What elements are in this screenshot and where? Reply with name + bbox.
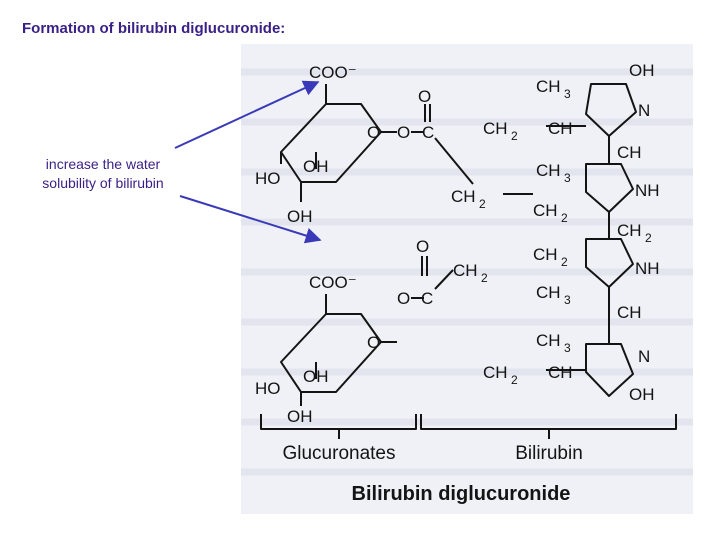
figure-caption: Bilirubin diglucuronide — [352, 483, 571, 505]
top-ch2-sub: 2 — [479, 197, 486, 211]
ch2-vinyl-bottom-sub: 2 — [511, 373, 518, 387]
bottom-ch2-sub: 2 — [481, 271, 488, 285]
ch3-sub-4: 3 — [564, 341, 571, 355]
nh-label-2: NH — [635, 259, 660, 278]
nh-label-1: NH — [635, 181, 660, 200]
top-ester-o-label: O — [397, 123, 410, 142]
n-bottom-label: N — [638, 347, 650, 366]
top-coo-label: COO⁻ — [309, 63, 357, 82]
top-oh-bottom-label: OH — [287, 207, 313, 226]
bottom-ring-o-label: O — [367, 333, 380, 352]
ch2-label-mid-2: CH — [533, 245, 558, 264]
ch3-sub-2: 3 — [564, 171, 571, 185]
ch3-label-3: CH — [536, 283, 561, 302]
pyrrole-ring-4 — [585, 343, 634, 397]
top-ester-c-label: C — [422, 123, 434, 142]
ch3-label-4: CH — [536, 331, 561, 350]
oh-bottom-label: OH — [629, 385, 655, 404]
ch-bridge-1-label: CH — [617, 143, 642, 162]
ch2-vinyl-top-sub: 2 — [511, 129, 518, 143]
ch2-label-mid-1: CH — [533, 201, 558, 220]
ch2-sub-mid-2: 2 — [561, 255, 568, 269]
bottom-c-ch2-bond — [434, 269, 454, 290]
bottom-oh-bottom-label: OH — [287, 407, 313, 426]
ch3-label-2: CH — [536, 161, 561, 180]
ch2-bridge-sub: 2 — [645, 231, 652, 245]
ch3-sub-1: 3 — [564, 87, 571, 101]
glucuronates-label: Glucuronates — [282, 443, 395, 464]
ch2-vinyl-bottom-label: CH — [483, 363, 508, 382]
ch3-sub-3: 3 — [564, 293, 571, 307]
top-ring-o-label: O — [367, 123, 380, 142]
bottom-ester-o-label: O — [397, 289, 410, 308]
n-top-label: N — [638, 101, 650, 120]
bottom-oh-label: OH — [303, 367, 329, 386]
bilirubin-label: Bilirubin — [515, 443, 583, 464]
ch-vinyl-bottom-label: CH — [548, 363, 573, 382]
ch2-vinyl-top-label: CH — [483, 119, 508, 138]
pyrrole-ring-3 — [585, 238, 634, 288]
ch-bridge-2-label: CH — [617, 303, 642, 322]
bottom-carbonyl-o-label: O — [416, 237, 429, 256]
bottom-ch2-label: CH — [453, 261, 478, 280]
top-c-ch2-bond — [434, 137, 474, 185]
top-oh-label: OH — [303, 157, 329, 176]
ch2-sub-mid-1: 2 — [561, 211, 568, 225]
pyrrole-ring-2 — [585, 163, 634, 213]
slide-title: Formation of bilirubin diglucuronide: — [22, 20, 286, 37]
top-ho-label: HO — [255, 169, 281, 188]
ch2-bridge-label: CH — [617, 221, 642, 240]
pyrrole-ring-1 — [585, 83, 637, 137]
bottom-ho-label: HO — [255, 379, 281, 398]
bottom-ester-c-label: C — [421, 289, 433, 308]
bilirubin-diglucuronide-figure: COO⁻ O O C O OH HO OH CH 2 COO⁻ O O C O … — [241, 44, 693, 514]
oh-top-label: OH — [629, 61, 655, 80]
ch-vinyl-top-label: CH — [548, 119, 573, 138]
solubility-note: increase the water solubility of bilirub… — [42, 156, 164, 191]
bottom-coo-label: COO⁻ — [309, 273, 357, 292]
top-carbonyl-o-label: O — [418, 87, 431, 106]
ch3-label-1: CH — [536, 77, 561, 96]
top-ch2-label: CH — [451, 187, 476, 206]
